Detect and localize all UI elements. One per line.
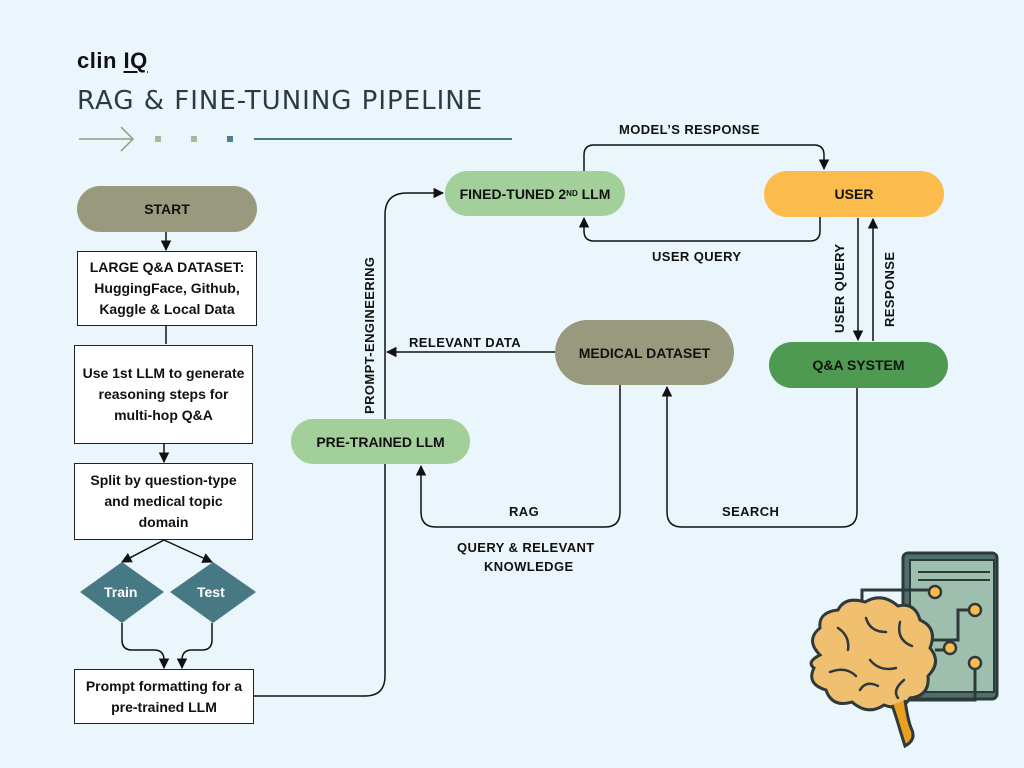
query-relevant-label: QUERY & RELEVANT	[457, 540, 595, 555]
pre-trained-llm-node: PRE-TRAINED LLM	[291, 419, 470, 464]
dot-3	[227, 136, 233, 142]
page-title: RAG & FINE-TUNING PIPELINE	[77, 86, 484, 116]
medical-dataset-node: MEDICAL DATASET	[555, 320, 734, 385]
user-query-vertical-label: USER QUERY	[832, 243, 847, 333]
split-box: Split by question-type and medical topic…	[74, 463, 253, 540]
brain-circuit-book-icon	[809, 551, 999, 749]
knowledge-label: KNOWLEDGE	[484, 559, 574, 574]
model-response-label: MODEL’S RESPONSE	[619, 122, 760, 137]
dot-1	[155, 136, 161, 142]
dataset-box: LARGE Q&A DATASET: HuggingFace, Github, …	[77, 251, 257, 326]
prompt-format-box: Prompt formatting for a pre-trained LLM	[74, 669, 254, 724]
user-query-label: USER QUERY	[652, 249, 742, 264]
rag-label: RAG	[509, 504, 540, 519]
relevant-data-label: RELEVANT DATA	[409, 335, 522, 350]
start-node: START	[77, 186, 257, 232]
brand-iq: IQ	[123, 48, 148, 73]
prompt-engineering-label: PROMPT-ENGINEERING	[362, 256, 377, 414]
qa-system-node: Q&A SYSTEM	[769, 342, 948, 388]
brand-name: clin	[77, 48, 117, 73]
fine-tuned-prefix: FINED-TUNED 2	[459, 185, 567, 202]
dot-2	[191, 136, 197, 142]
test-diamond	[170, 562, 256, 623]
response-label: RESPONSE	[882, 251, 897, 327]
fine-tuned-sup: ND	[566, 189, 578, 198]
brand-logo: clin IQ	[77, 48, 148, 74]
fine-tuned-suffix: LLM	[577, 185, 611, 202]
test-label: Test	[197, 584, 225, 600]
train-diamond	[80, 562, 164, 623]
user-node: USER	[764, 171, 944, 217]
train-label: Train	[104, 584, 138, 600]
reasoning-box: Use 1st LLM to generate reasoning steps …	[74, 345, 253, 444]
search-label: SEARCH	[722, 504, 780, 519]
arrow-right-icon	[79, 126, 135, 152]
